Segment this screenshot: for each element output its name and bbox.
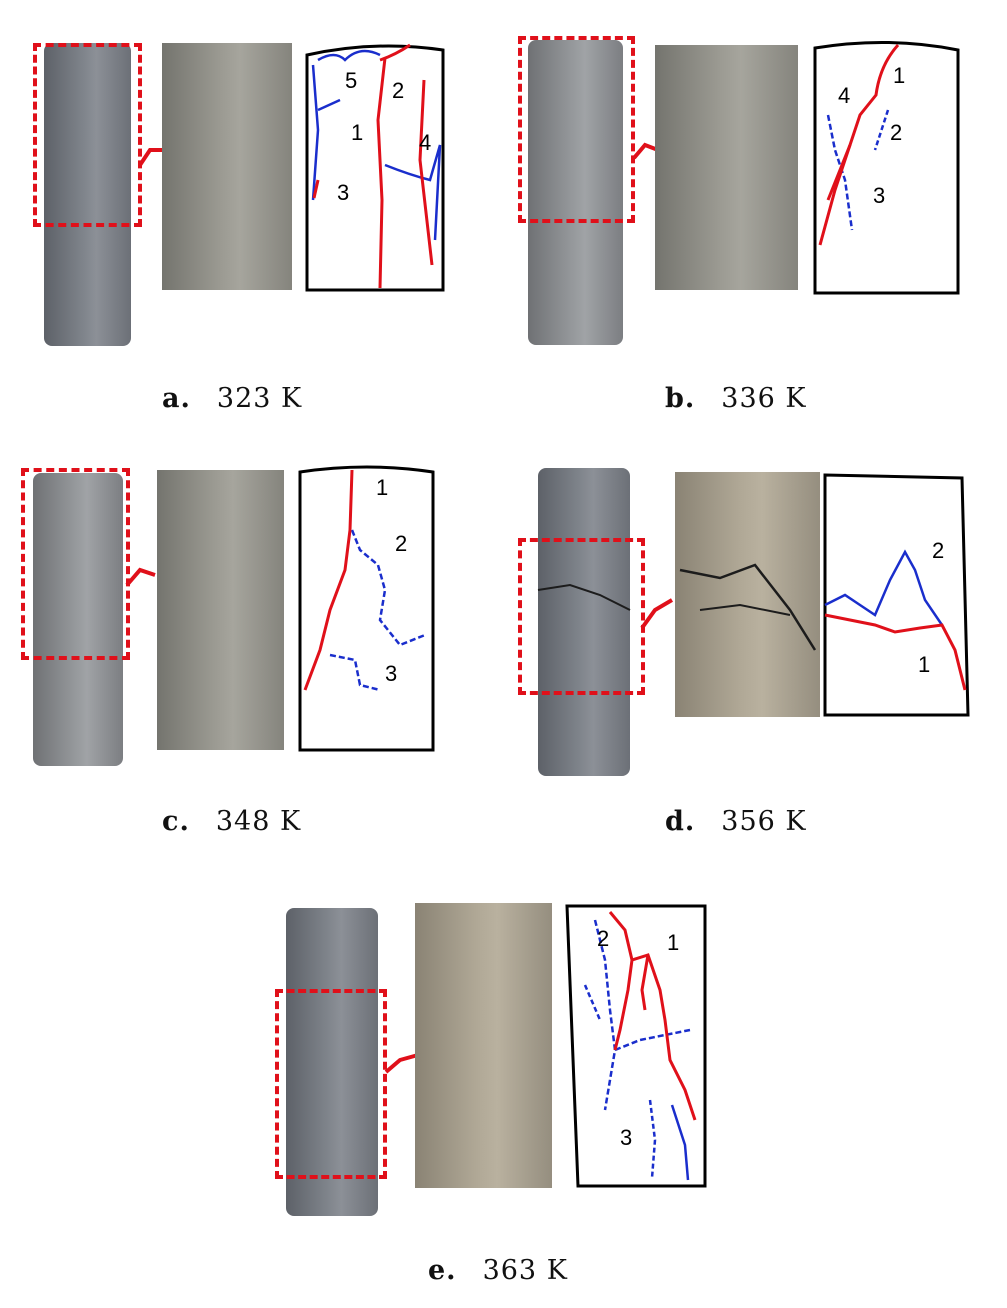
rock-core-photo [44,43,131,346]
highlight-box [518,36,635,223]
crack-label: 2 [890,120,902,145]
highlight-box [33,43,142,227]
crack-label: 2 [597,926,609,951]
caption-letter: a. [162,383,191,414]
highlight-box [21,468,130,660]
zoomed-core-photo [162,43,292,290]
crack-label: 1 [893,63,905,88]
crack-label: 4 [419,130,431,155]
crack-label: 3 [337,180,349,205]
caption-temperature: 348 K [215,806,302,837]
rock-core-photo [286,908,378,1216]
crack-label: 1 [667,930,679,955]
zoomed-core-photo [157,470,284,750]
rock-core-photo [33,473,123,766]
caption: d. 356 K [665,806,807,837]
caption-letter: d. [665,806,696,837]
crack-label: 3 [873,183,885,208]
caption: b. 336 K [665,383,807,414]
crack-label: 5 [345,68,357,93]
crack-label: 3 [620,1125,632,1150]
crack-label: 4 [838,83,850,108]
caption-letter: b. [665,383,696,414]
highlight-box [275,989,387,1179]
zoomed-core-photo [655,45,798,290]
zoomed-core-photo [415,903,552,1188]
caption: a. 323 K [162,383,302,414]
caption: c. 348 K [162,806,301,837]
crack-label: 1 [351,120,363,145]
crack-label: 1 [918,652,930,677]
caption-letter: e. [428,1255,457,1286]
crack-label: 1 [376,475,388,500]
caption-temperature: 336 K [721,383,807,414]
crack-label: 2 [395,531,407,556]
rock-core-photo [538,468,630,776]
caption: e. 363 K [428,1255,568,1286]
rock-core-photo [528,40,623,345]
highlight-box [518,538,645,695]
caption-temperature: 356 K [721,806,807,837]
crack-label: 2 [932,538,944,563]
crack-label: 2 [392,78,404,103]
caption-letter: c. [162,806,190,837]
caption-temperature: 363 K [482,1255,568,1286]
crack-label: 3 [385,661,397,686]
zoomed-core-photo [675,472,820,717]
caption-temperature: 323 K [216,383,303,414]
